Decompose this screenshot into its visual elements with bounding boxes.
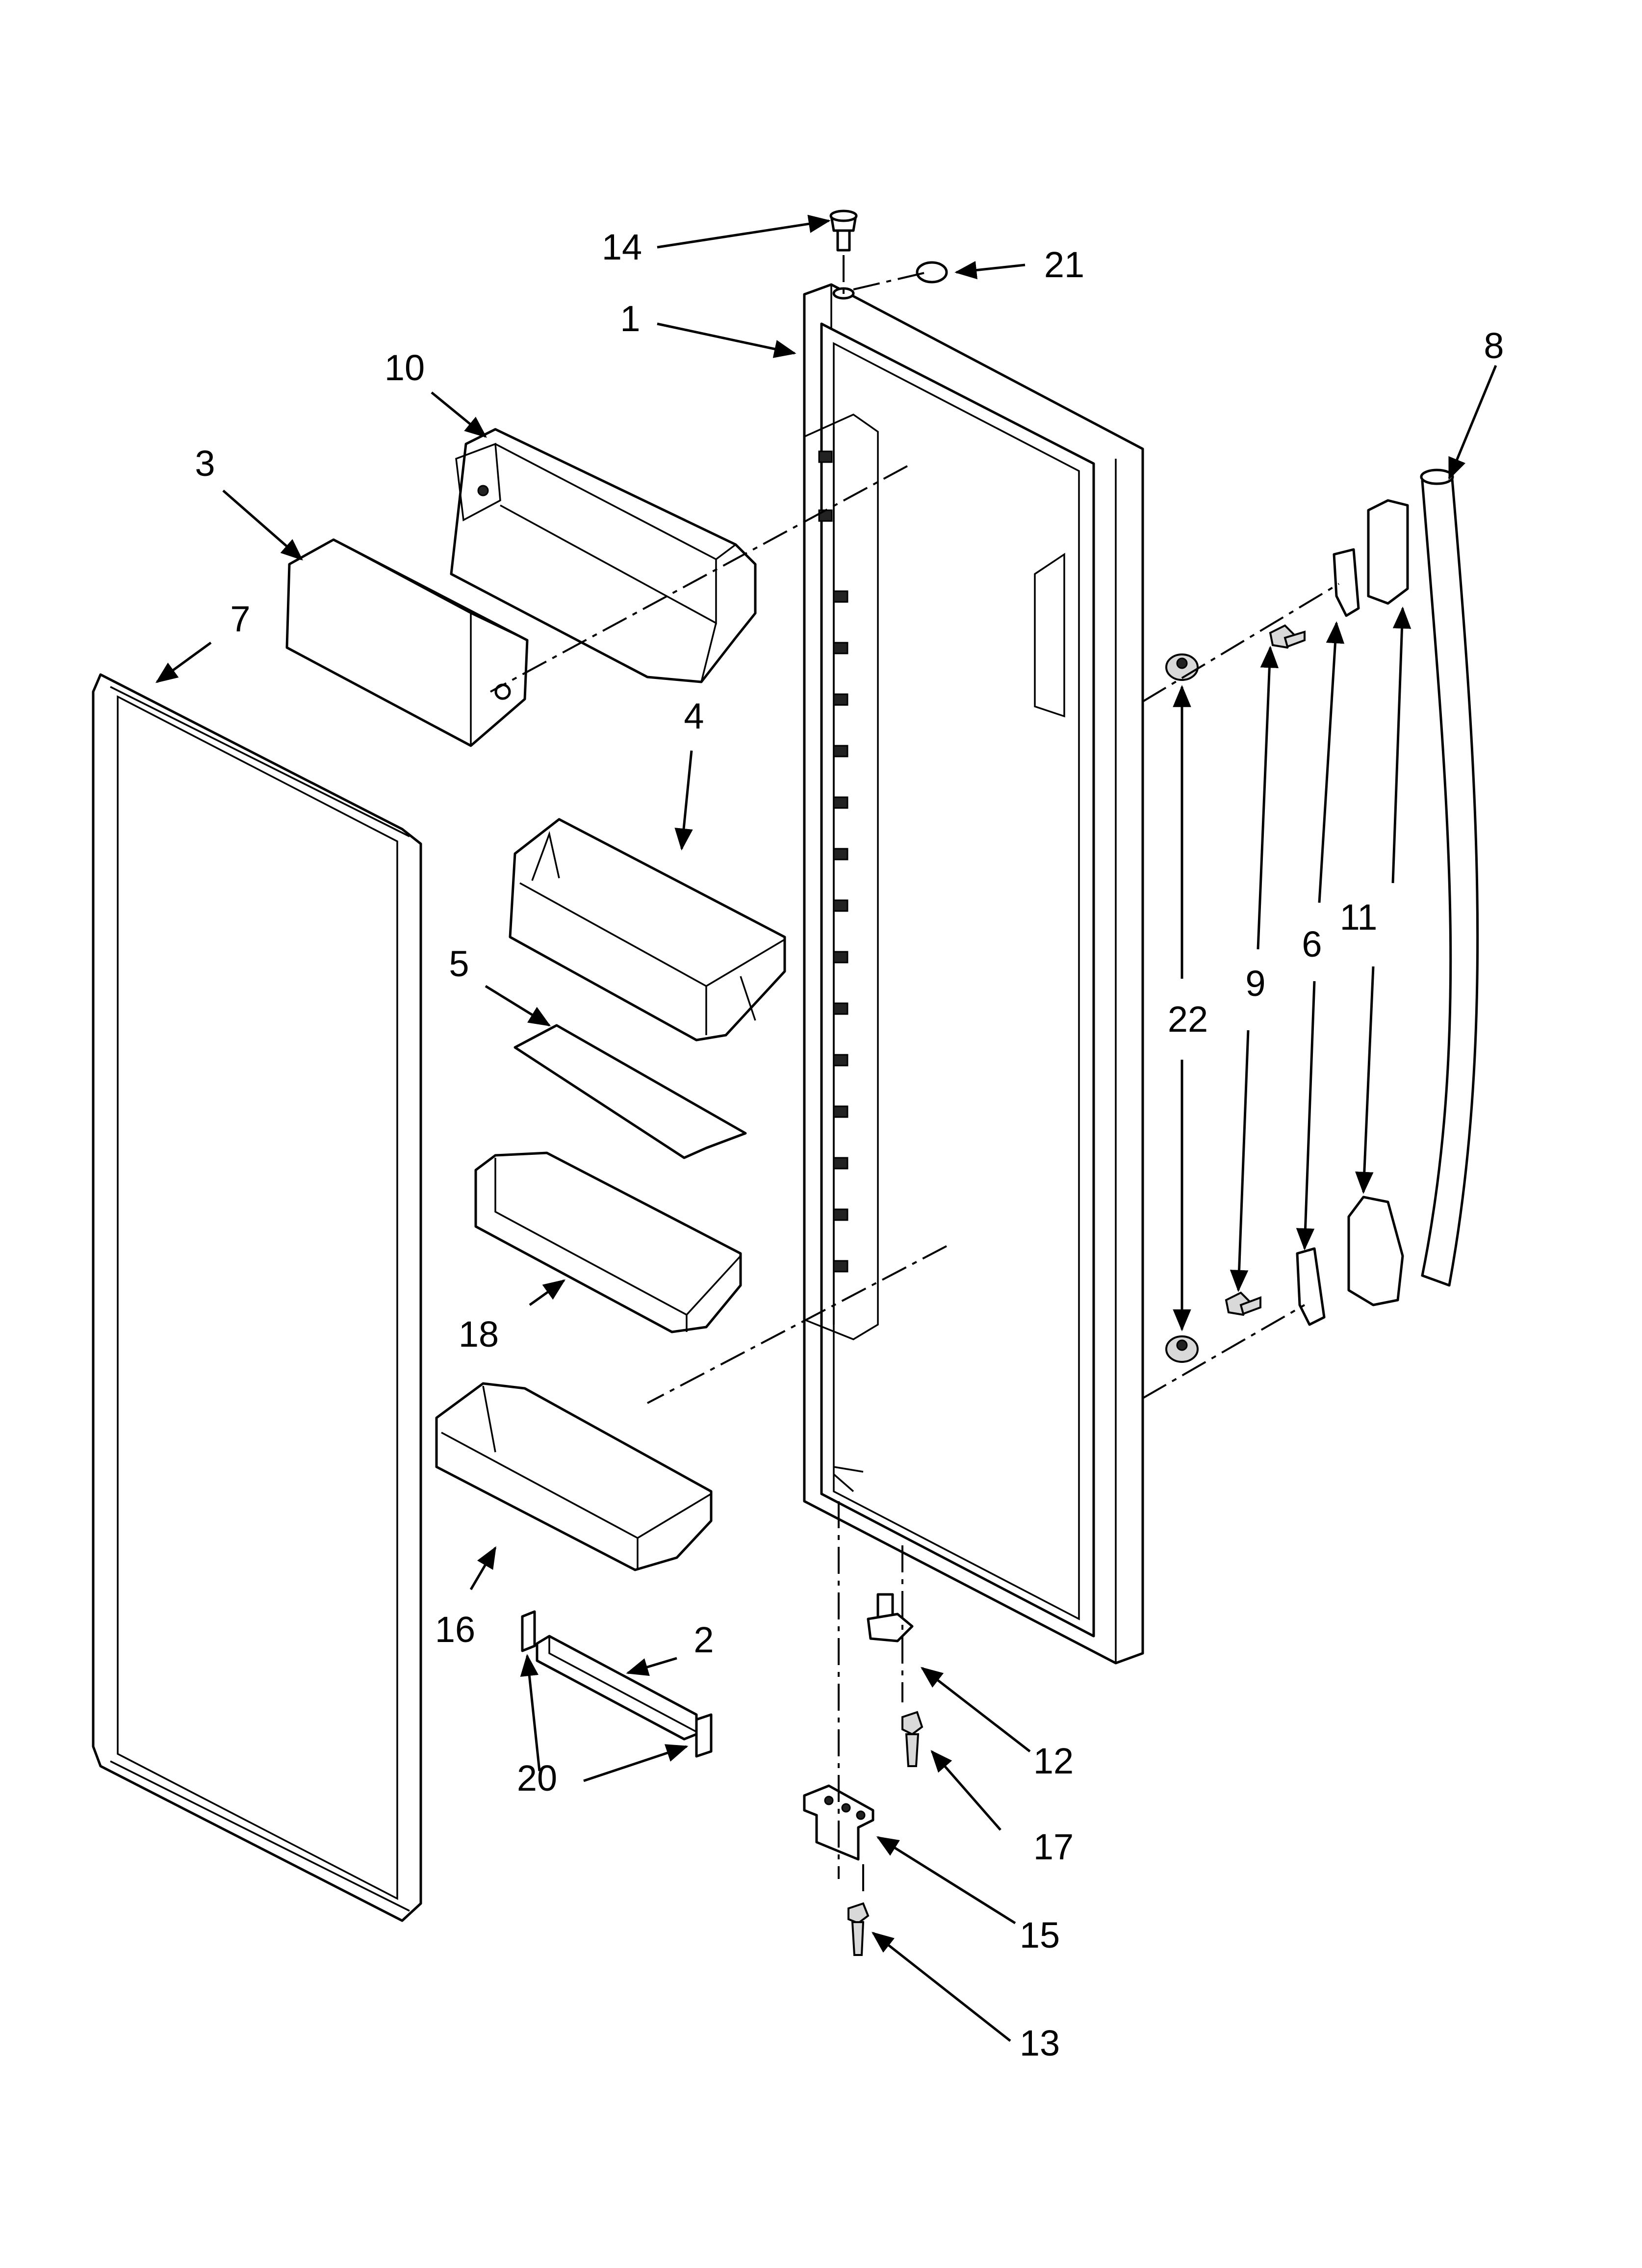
leader-lines [155, 214, 1497, 2042]
door-gasket-part [92, 673, 422, 1922]
callout-14: 13 [1019, 2023, 1060, 2063]
callout-18: 18 [458, 1314, 499, 1355]
callout-7: 7 [230, 599, 251, 639]
callout-12: 12 [1033, 1741, 1074, 1781]
door-bin-large-part [435, 1382, 713, 1571]
hole-plug-part [1165, 653, 1199, 1363]
callout-20: 20 [516, 1758, 558, 1799]
hinge-pin-top-part [829, 209, 858, 252]
door-handle-part [1420, 469, 1479, 1287]
callout-15: 15 [1019, 1915, 1060, 1955]
door-assembly-part [803, 283, 1144, 1665]
callout-6: 6 [1302, 924, 1322, 965]
handle-end-cap-part [1347, 499, 1409, 1306]
callout-2: 2 [693, 1619, 714, 1660]
callout-11: 11 [1339, 897, 1378, 938]
callout-16: 16 [435, 1609, 476, 1650]
screw-part [1225, 624, 1306, 1316]
callout-22: 22 [1167, 999, 1208, 1040]
dairy-door-housing-part [450, 428, 757, 683]
hinge-pin-bottom-part [867, 1593, 914, 1642]
callout-8: 8 [1484, 325, 1504, 366]
callout-3: 3 [195, 443, 215, 484]
dairy-door-part [285, 538, 529, 747]
assembly-lines [490, 255, 1340, 1894]
callout-5: 5 [449, 943, 469, 984]
callout-1: 1 [620, 298, 641, 339]
callout-13: 14 [601, 227, 642, 267]
door-bin-part [509, 818, 786, 1042]
callout-4: 4 [684, 696, 704, 736]
trim-strip-part [536, 1635, 698, 1741]
callout-17: 17 [1033, 1826, 1074, 1867]
washer-part [916, 261, 948, 284]
end-cap-part [521, 1610, 713, 1758]
hinge-bottom-screw-part [847, 1902, 870, 1956]
door-bin-small-part [474, 1151, 742, 1333]
hinge-screw-part [901, 1711, 924, 1767]
bin-divider-part [513, 1024, 747, 1159]
callout-9: 9 [1245, 963, 1266, 1004]
callout-10: 10 [384, 347, 425, 388]
callout-21: 21 [1044, 244, 1085, 285]
